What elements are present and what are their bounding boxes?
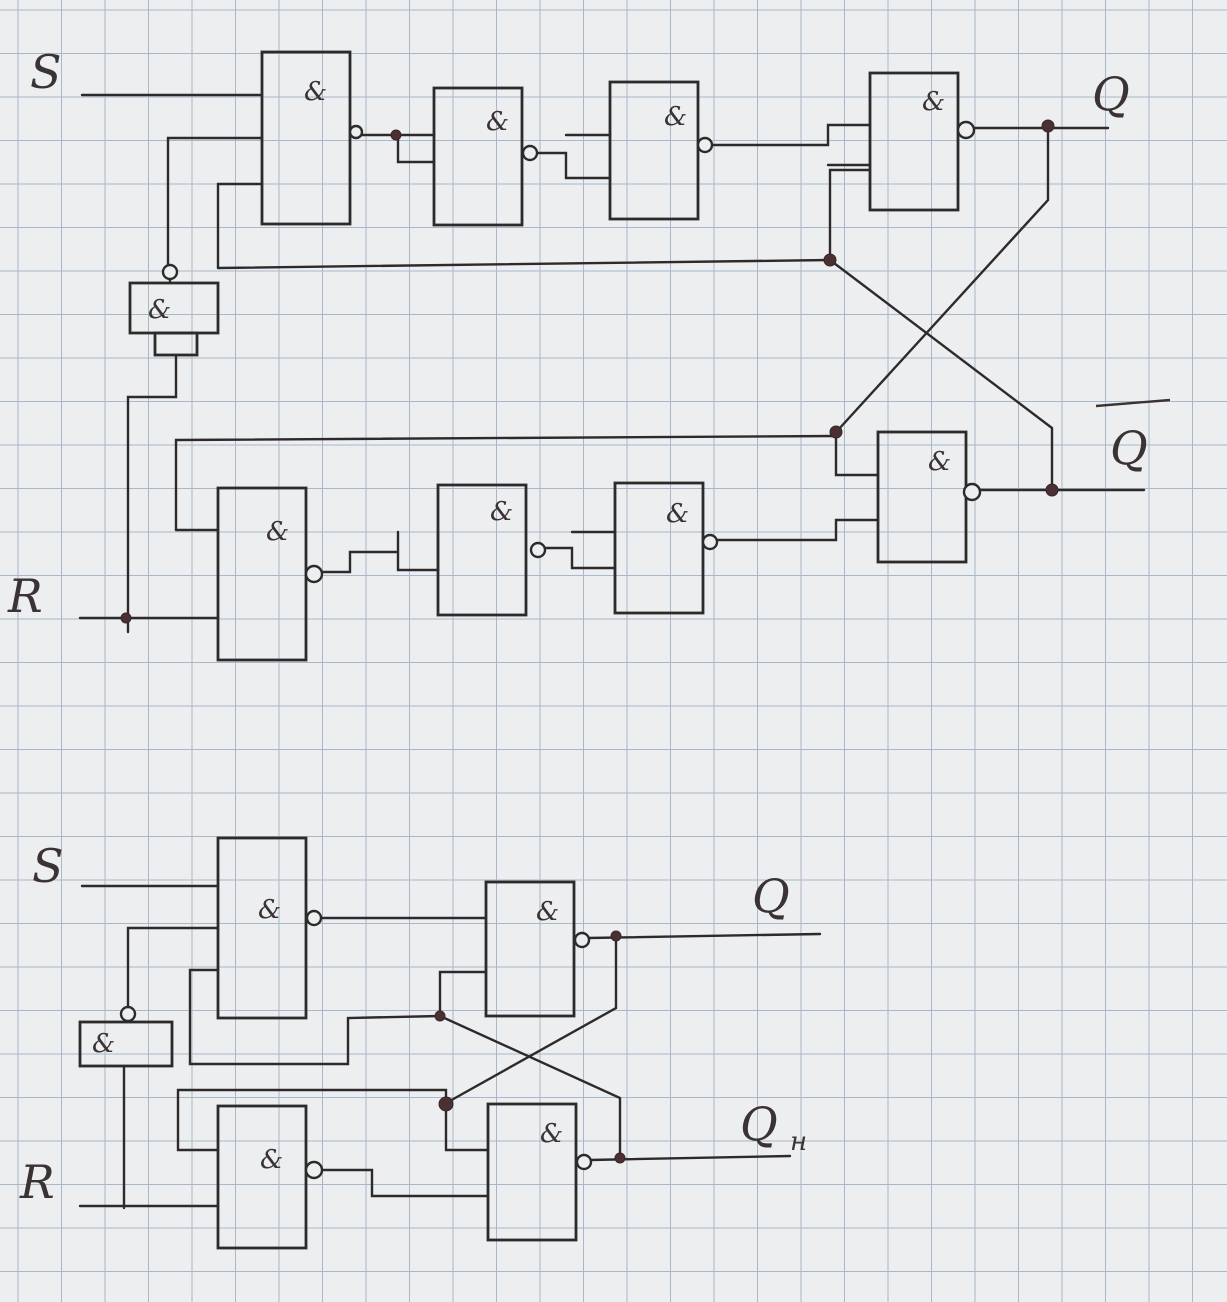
inverter-bubble [701, 533, 719, 551]
output-label-qn-subscript: н [790, 1127, 807, 1157]
input-label-r: R [19, 1155, 55, 1209]
gate-q [868, 71, 960, 212]
junction-dot [614, 1152, 626, 1164]
gate-mid-foot [153, 331, 199, 357]
junction-dot [390, 129, 402, 141]
gate-r3-symbol: & [666, 499, 689, 529]
junction-dot [1045, 483, 1059, 497]
gate-mid [128, 281, 220, 335]
diagram-1-wires [78, 93, 1146, 634]
inverter-bubble [305, 909, 323, 927]
gate-qn-symbol: & [540, 1119, 563, 1149]
gate-q-bar-symbol: & [928, 447, 951, 477]
output-label-q-bar: Q [1110, 421, 1148, 475]
diagram-1-latch: S R Q Q & & & & & & & & & [7, 45, 1171, 662]
output-label-qn: Q [740, 1097, 778, 1151]
inverter-bubble [696, 136, 714, 154]
inverter-bubble [119, 1005, 137, 1023]
gate-s1-symbol: & [304, 77, 327, 107]
inverter-bubble [575, 1153, 593, 1171]
junction-dot [438, 1096, 454, 1112]
inverter-bubble [304, 1160, 324, 1180]
gate-r2-symbol: & [490, 497, 513, 527]
gate-mid-symbol: & [148, 295, 171, 325]
junction-dot [610, 930, 622, 942]
inverter-bubble [161, 263, 179, 281]
inverter-bubble [962, 482, 982, 502]
gate-mid-symbol: & [92, 1029, 115, 1059]
junction-dot [434, 1010, 446, 1022]
gate-r [216, 1104, 308, 1250]
gate-q-symbol: & [922, 87, 945, 117]
input-label-r: R [7, 569, 43, 623]
gate-s [216, 836, 308, 1020]
gate-q-symbol: & [536, 897, 559, 927]
inverter-bubble [348, 124, 364, 140]
overline-q-bar [1095, 398, 1171, 408]
gate-s3-symbol: & [664, 102, 687, 132]
diagram-2-latch: S R Q Q н & & & & & [19, 836, 822, 1250]
gate-q-bar [876, 430, 968, 564]
output-label-q: Q [1092, 67, 1130, 121]
gate-s3 [608, 80, 700, 221]
output-label-q: Q [752, 869, 790, 923]
diagram-2-wires [78, 884, 822, 1210]
gate-r1-symbol: & [266, 517, 289, 547]
junction-dot [829, 425, 843, 439]
gate-q [484, 880, 576, 1018]
inverter-bubble [529, 541, 547, 559]
junction-dot [823, 253, 837, 267]
gate-s2-symbol: & [486, 107, 509, 137]
input-label-s: S [32, 839, 64, 893]
gate-qn [486, 1102, 578, 1242]
gate-s2 [432, 86, 524, 227]
input-label-s: S [30, 45, 62, 99]
inverter-bubble [521, 144, 539, 162]
gate-r3 [613, 481, 705, 615]
junction-dot [120, 612, 132, 624]
inverter-bubble [956, 120, 976, 140]
gate-mid [78, 1020, 174, 1068]
gate-s-symbol: & [258, 895, 281, 925]
inverter-bubble [573, 931, 591, 949]
gate-r-symbol: & [260, 1145, 283, 1175]
junction-dot [1041, 119, 1055, 133]
gate-r1 [216, 486, 308, 662]
inverter-bubble [304, 564, 324, 584]
